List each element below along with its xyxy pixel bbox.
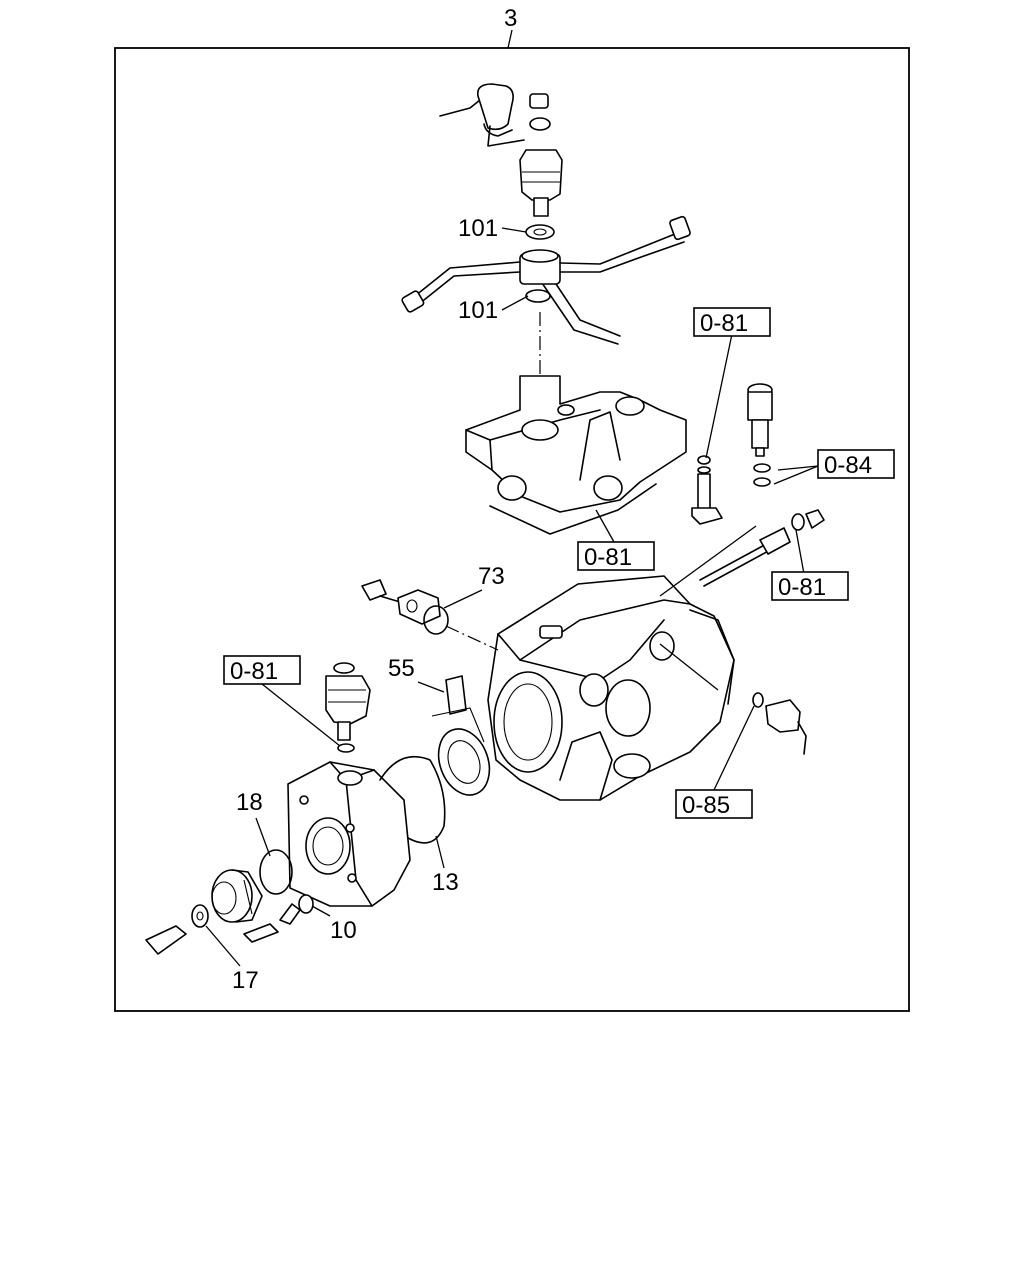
callout-13: 13 — [432, 869, 459, 896]
copper-washer — [525, 224, 555, 240]
fuel-cut-solenoid — [519, 149, 563, 217]
ref-box-0-81-middle: 0-81 — [577, 541, 655, 571]
cover-plate-with-bolt — [361, 579, 441, 625]
banjo-bolt — [145, 904, 209, 955]
overflow-pipe — [401, 215, 691, 345]
sensor-plug — [752, 692, 807, 755]
svg-text:0-81: 0-81 — [584, 544, 632, 571]
diagram-frame — [114, 47, 910, 1012]
leader-lines — [205, 227, 819, 967]
ref-box-0-81-right: 0-81 — [771, 571, 849, 601]
o-ring — [337, 743, 355, 753]
pump-housing — [487, 575, 735, 801]
assembly-ref-label: 3 — [504, 5, 517, 32]
callout-101-lower: 101 — [458, 297, 498, 324]
svg-text:0-81: 0-81 — [230, 658, 278, 685]
housing-o-ring-13 — [379, 756, 446, 844]
o-ring-73 — [423, 605, 449, 635]
governor-cover — [465, 375, 687, 513]
roller-ring — [437, 728, 491, 796]
adjusting-screw — [699, 509, 825, 587]
svg-text:0-84: 0-84 — [824, 452, 872, 479]
svg-text:0-81: 0-81 — [700, 310, 748, 337]
callout-18: 18 — [236, 789, 263, 816]
o-ring — [753, 477, 771, 487]
o-ring-18 — [259, 849, 293, 895]
callout-55: 55 — [388, 655, 415, 682]
delivery-valve — [691, 466, 723, 525]
ref-box-0-84: 0-84 — [817, 449, 895, 479]
ref-box-0-81-top: 0-81 — [693, 307, 771, 337]
small-washer — [697, 455, 711, 465]
solenoid-connector — [439, 83, 551, 147]
small-screw — [243, 894, 314, 943]
callout-101-upper: 101 — [458, 215, 498, 242]
o-ring — [753, 463, 771, 473]
svg-text:0-85: 0-85 — [682, 792, 730, 819]
ref-box-0-85: 0-85 — [675, 789, 753, 819]
ref-box-0-81-left: 0-81 — [223, 655, 301, 685]
copper-washer — [525, 289, 551, 303]
callout-17: 17 — [232, 967, 259, 994]
shim-55 — [431, 675, 485, 743]
svg-text:0-81: 0-81 — [778, 574, 826, 601]
regulating-valve — [211, 869, 263, 923]
timer-valve — [325, 662, 371, 741]
callout-10: 10 — [330, 917, 357, 944]
end-cover-housing — [287, 761, 411, 907]
check-valve — [747, 383, 773, 457]
callout-73: 73 — [478, 563, 505, 590]
cover-gasket — [489, 483, 657, 535]
